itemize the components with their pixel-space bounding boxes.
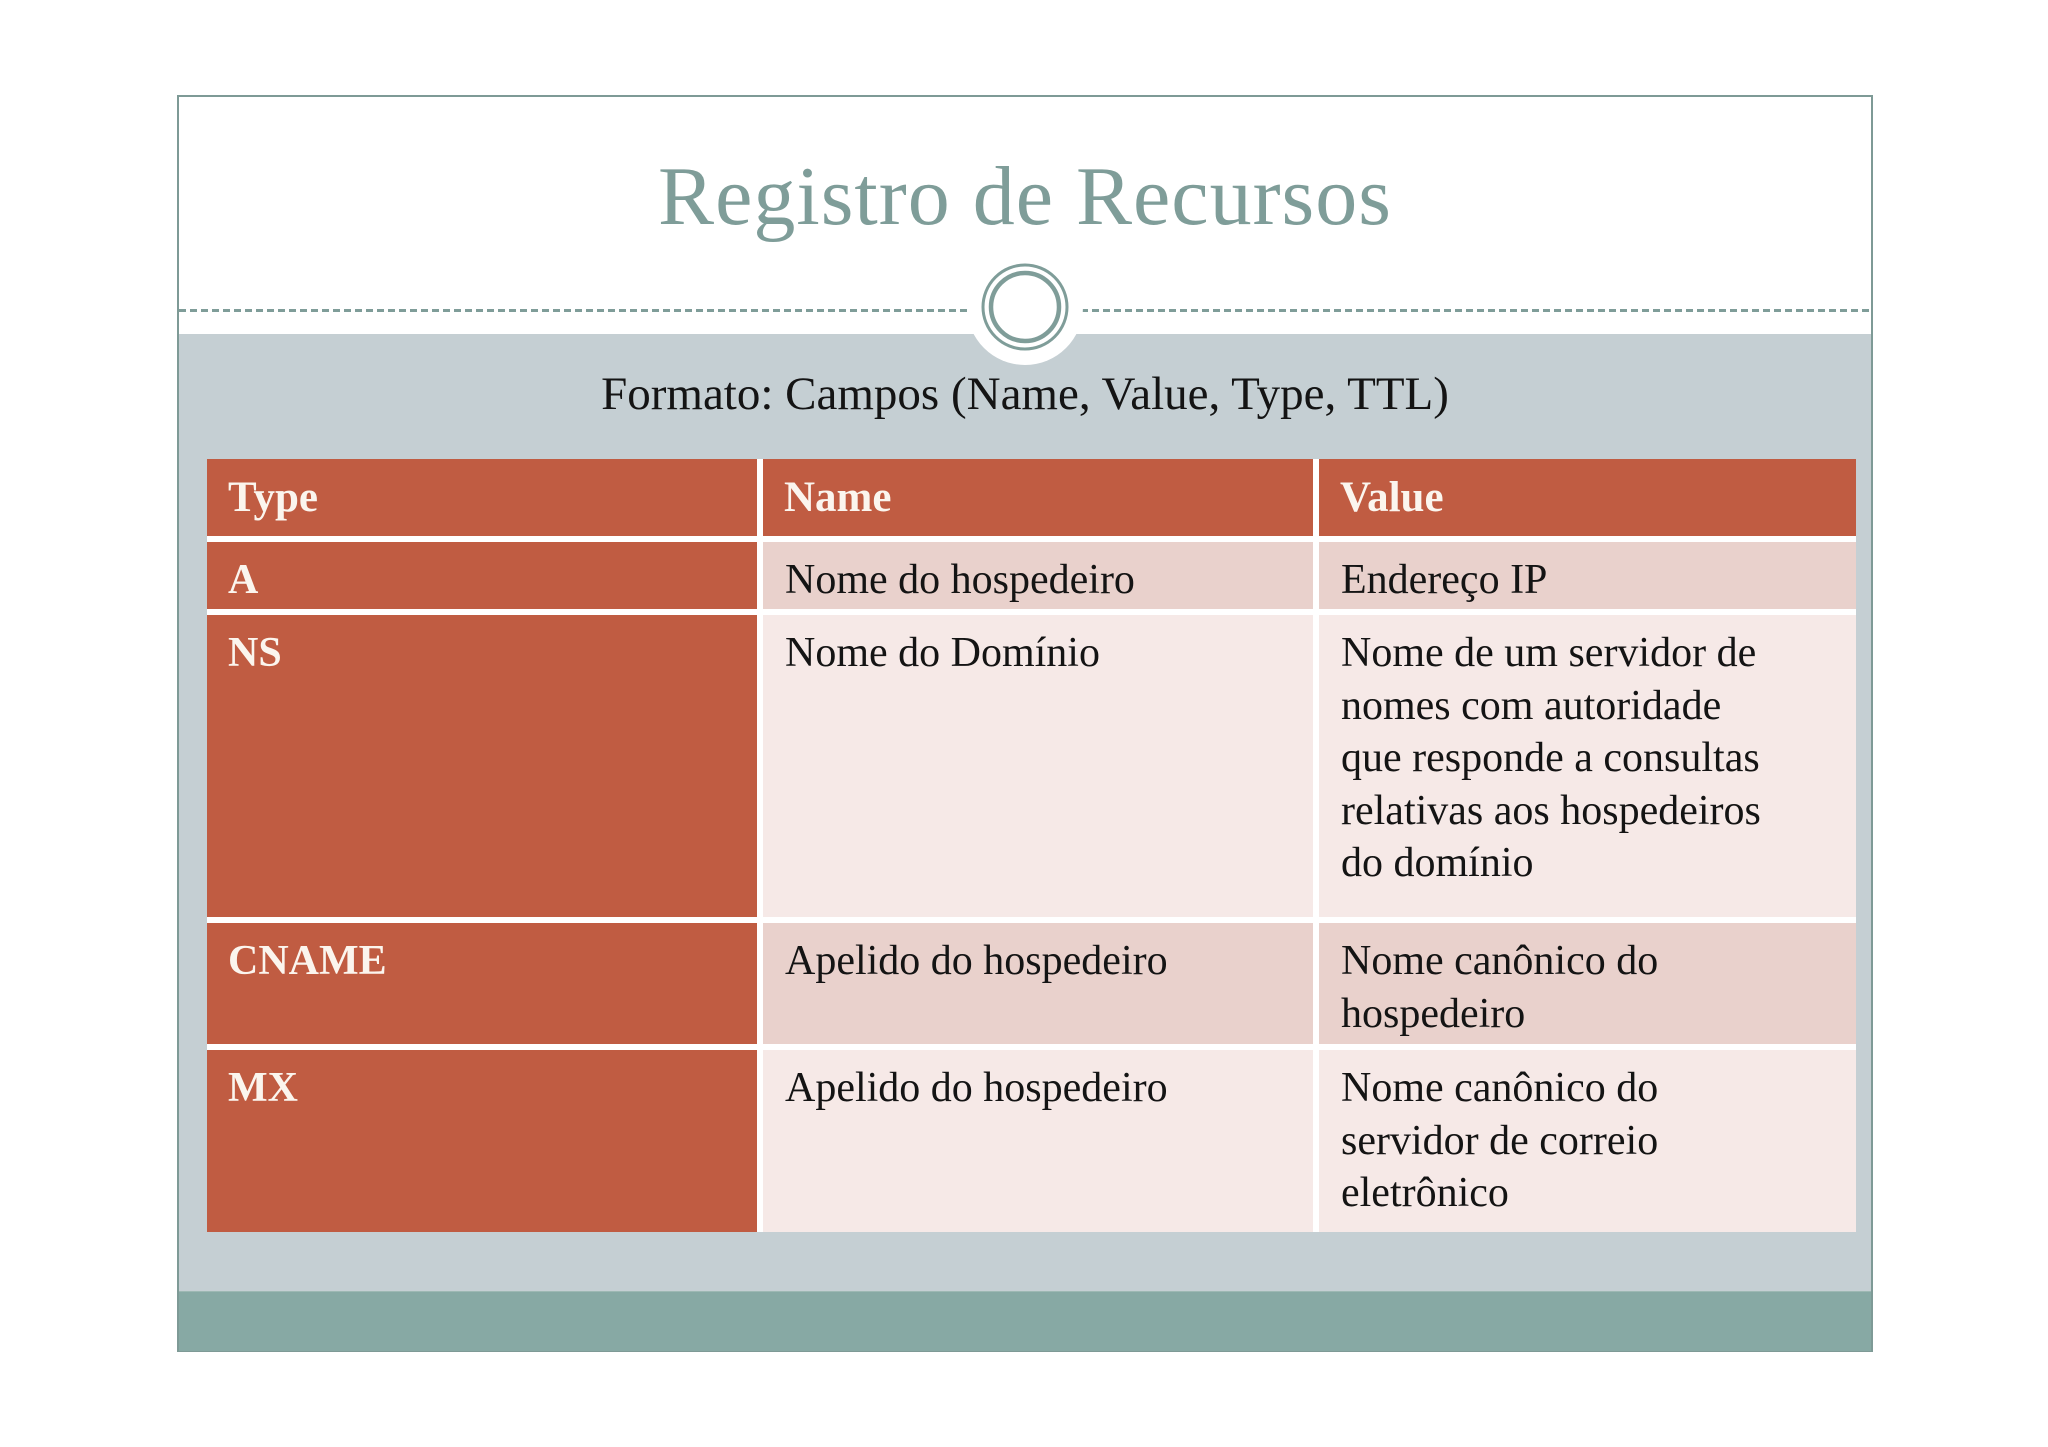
cell-type-a: A [207,542,757,610]
slide-subtitle: Formato: Campos (Name, Value, Type, TTL) [601,368,1449,420]
resource-records-table: Type Name Value A Nome do hospedeiro End… [207,459,1856,1233]
cell-name-a: Nome do hospedeiro [763,542,1313,610]
column-header-name: Name [763,459,1313,537]
content-band: Formato: Campos (Name, Value, Type, TTL)… [179,334,1871,1291]
footer-bar [179,1291,1871,1351]
cell-type-cname: CNAME [207,923,757,1045]
column-header-type: Type [207,459,757,537]
cell-name-mx: Apelido do hospedeiro [763,1050,1313,1233]
slide: Registro de Recursos Formato: Campos (Na… [177,95,1873,1352]
cell-value-ns: Nome de um servidor de nomes com autorid… [1319,615,1856,918]
cell-type-ns: NS [207,615,757,918]
double-circle-ornament-icon [967,249,1083,365]
cell-name-ns: Nome do Domínio [763,615,1313,918]
column-header-value: Value [1319,459,1856,537]
page-title: Registro de Recursos [658,150,1392,243]
cell-name-cname: Apelido do hospedeiro [763,923,1313,1045]
cell-value-a: Endereço IP [1319,542,1856,610]
cell-value-mx: Nome canônico do servidor de correio ele… [1319,1050,1856,1233]
cell-type-mx: MX [207,1050,757,1233]
cell-value-cname: Nome canônico do hospedeiro [1319,923,1856,1045]
